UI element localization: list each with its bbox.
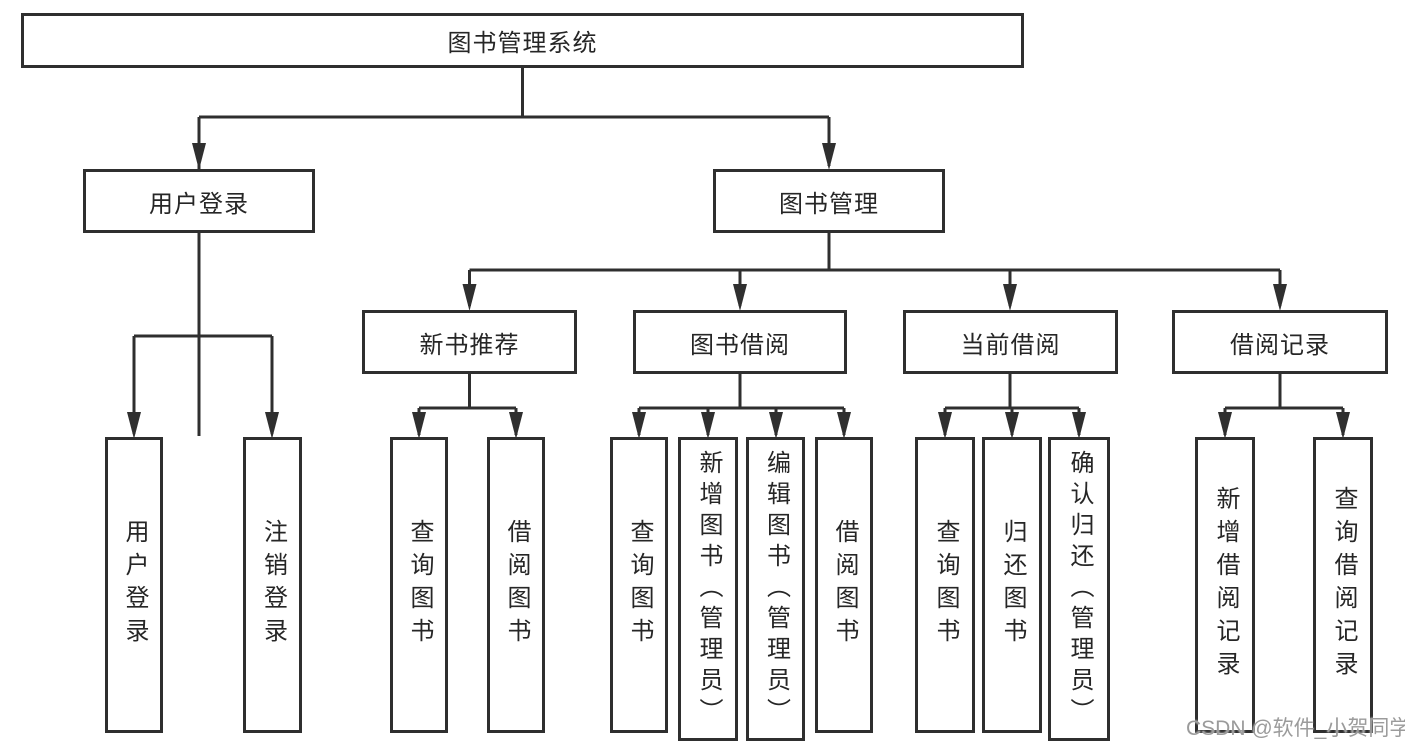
node-label: 查询图书 — [406, 519, 433, 651]
node-borrowing-records: 借阅记录 — [1172, 310, 1388, 374]
node-book-borrowing: 图书借阅 — [633, 310, 847, 374]
leaf-query-borrow-record: 查询借阅记录 — [1313, 437, 1373, 733]
leaf-add-books-admin: 新增图书（管理员） — [678, 437, 738, 741]
node-label: 借阅记录 — [1230, 331, 1330, 359]
node-label: 新增借阅记录 — [1212, 486, 1239, 684]
arrowhead-icons — [127, 143, 1350, 439]
node-user-login: 用户登录 — [83, 169, 315, 233]
node-label: 用户登录 — [121, 519, 148, 651]
node-library-management-system: 图书管理系统 — [21, 13, 1024, 68]
node-book-management: 图书管理 — [713, 169, 945, 233]
csdn-watermark: CSDN @软件_小贺同学 — [1186, 717, 1405, 740]
node-label: 编辑图书（管理员） — [762, 449, 790, 729]
leaf-query-books-current: 查询图书 — [915, 437, 975, 733]
node-new-book-recommend: 新书推荐 — [362, 310, 577, 374]
leaf-return-books: 归还图书 — [982, 437, 1042, 733]
leaf-add-borrow-record: 新增借阅记录 — [1195, 437, 1255, 733]
node-label: 借阅图书 — [831, 519, 858, 651]
node-label: 用户登录 — [149, 190, 249, 218]
node-current-borrowing: 当前借阅 — [903, 310, 1118, 374]
node-label: 新增图书（管理员） — [695, 449, 722, 729]
leaf-confirm-return-admin: 确认归还（管理员） — [1048, 437, 1110, 741]
leaf-borrow-books-recommend: 借阅图书 — [487, 437, 545, 733]
leaf-edit-books-admin: 编辑图书（管理员） — [746, 437, 805, 741]
leaf-query-books-recommend: 查询图书 — [390, 437, 448, 733]
node-label: 当前借阅 — [960, 331, 1061, 359]
node-label: 新书推荐 — [419, 331, 520, 359]
node-label: 注销登录 — [259, 519, 287, 651]
node-label: 图书借阅 — [690, 331, 790, 359]
leaf-logout: 注销登录 — [243, 437, 302, 733]
node-label: 查询借阅记录 — [1330, 486, 1357, 684]
leaf-user-login: 用户登录 — [105, 437, 163, 733]
leaf-query-books-borrowing: 查询图书 — [610, 437, 668, 733]
node-label: 查询图书 — [626, 519, 653, 651]
node-label: 确认归还（管理员） — [1066, 449, 1093, 729]
node-label: 图书管理 — [779, 190, 879, 218]
node-label: 图书管理系统 — [447, 30, 598, 57]
leaf-borrow-books-borrowing: 借阅图书 — [815, 437, 873, 733]
node-label: 查询图书 — [932, 519, 959, 651]
node-label: 归还图书 — [999, 519, 1026, 651]
node-label: 借阅图书 — [503, 519, 530, 651]
